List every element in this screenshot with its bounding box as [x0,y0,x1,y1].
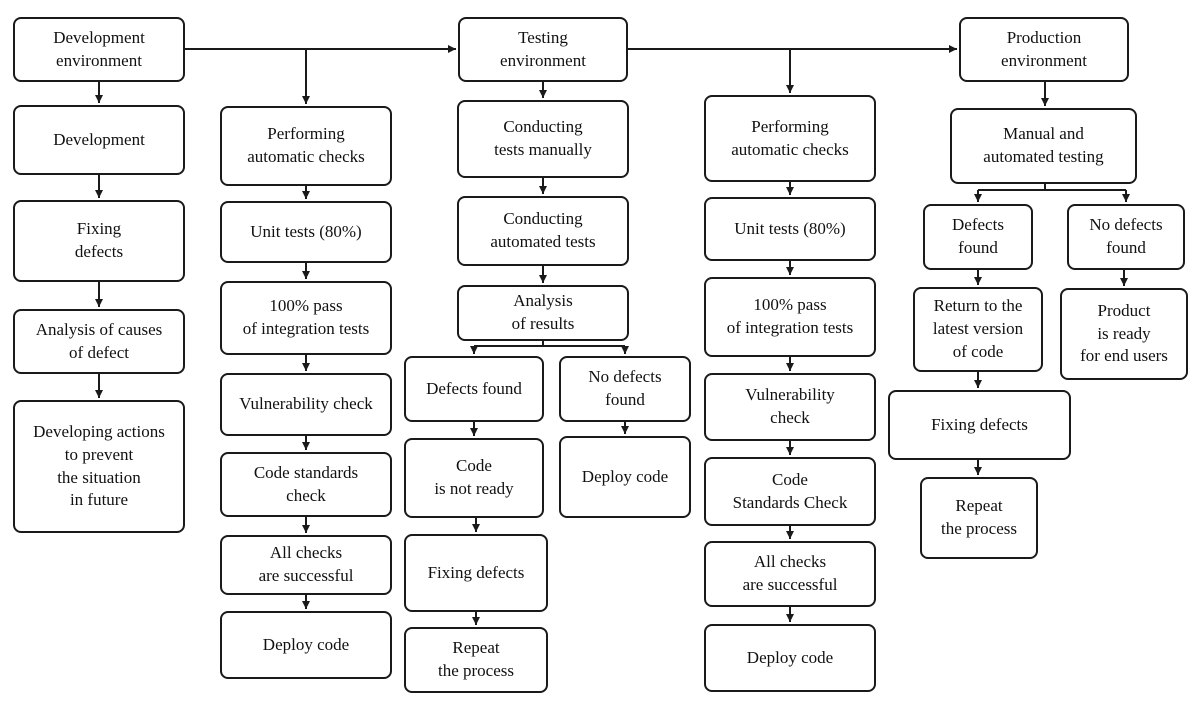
code-standards-check-box-1: Code standards check [220,452,392,517]
conducting-tests-manually-box: Conducting tests manually [457,100,629,178]
code-standards-check-box-2: Code Standards Check [704,457,876,526]
performing-automatic-checks-box-1: Performing automatic checks [220,106,392,186]
product-ready-box: Product is ready for end users [1060,288,1188,380]
performing-automatic-checks-box-2: Performing automatic checks [704,95,876,182]
defects-found-prod-box: Defects found [923,204,1033,270]
production-environment-box: Production environment [959,17,1129,82]
vulnerability-check-box-2: Vulnerability check [704,373,876,441]
deploy-code-box-1: Deploy code [220,611,392,679]
unit-tests-box-2: Unit tests (80%) [704,197,876,261]
return-to-latest-version-box: Return to the latest version of code [913,287,1043,372]
testing-environment-box: Testing environment [458,17,628,82]
vulnerability-check-box-1: Vulnerability check [220,373,392,436]
code-not-ready-box: Code is not ready [404,438,544,518]
fixing-defects-test-box: Fixing defects [404,534,548,612]
conducting-automated-tests-box: Conducting automated tests [457,196,629,266]
developing-actions-box: Developing actions to prevent the situat… [13,400,185,533]
deploy-code-test-box: Deploy code [559,436,691,518]
defects-found-test-box: Defects found [404,356,544,422]
no-defects-found-prod-box: No defects found [1067,204,1185,270]
analysis-of-results-box: Analysis of results [457,285,629,341]
development-environment-box: Development environment [13,17,185,82]
repeat-process-prod-box: Repeat the process [920,477,1038,559]
integration-tests-box-2: 100% pass of integration tests [704,277,876,357]
integration-tests-box-1: 100% pass of integration tests [220,281,392,355]
connectors [95,45,1130,625]
unit-tests-box-1: Unit tests (80%) [220,201,392,263]
all-checks-successful-box-1: All checks are successful [220,535,392,595]
analysis-of-causes-box: Analysis of causes of defect [13,309,185,374]
all-checks-successful-box-2: All checks are successful [704,541,876,607]
development-box: Development [13,105,185,175]
manual-and-automated-testing-box: Manual and automated testing [950,108,1137,184]
fixing-defects-dev-box: Fixing defects [13,200,185,282]
fixing-defects-prod-box: Fixing defects [888,390,1071,460]
repeat-process-test-box: Repeat the process [404,627,548,693]
deploy-code-box-2: Deploy code [704,624,876,692]
no-defects-found-test-box: No defects found [559,356,691,422]
